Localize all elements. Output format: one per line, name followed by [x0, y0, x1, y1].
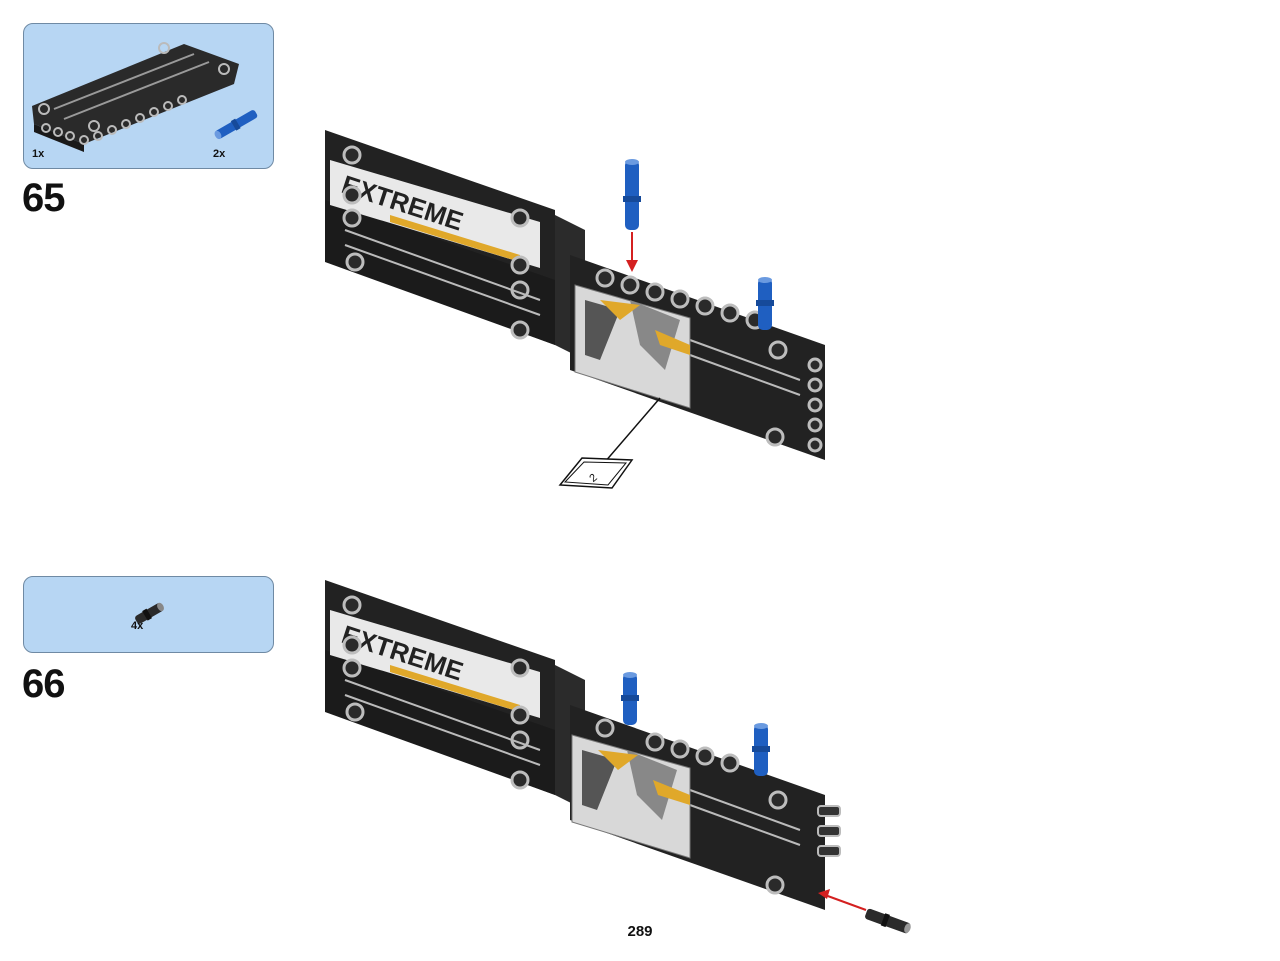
part-quantity: 1x [32, 148, 45, 160]
black-pin-icon [135, 602, 164, 624]
blue-pin-icon [752, 723, 770, 776]
step-number: 66 [22, 662, 65, 706]
step-number: 65 [22, 176, 65, 220]
parts-list-step-65: 1x 2x [23, 23, 274, 169]
technic-panel-icon [32, 42, 239, 152]
blue-pin-icon [621, 672, 639, 725]
black-pin-icon [865, 908, 911, 934]
parts-list-step-66: 4x [23, 576, 274, 653]
decal-sheet-icon: 2 [558, 457, 634, 489]
page-number: 289 [627, 923, 653, 940]
part-quantity: 2x [213, 148, 226, 160]
blue-pin-icon [214, 110, 258, 140]
part-quantity: 4x [131, 620, 144, 632]
blue-pin-icon [623, 159, 641, 230]
blue-pin-icon [756, 277, 774, 330]
